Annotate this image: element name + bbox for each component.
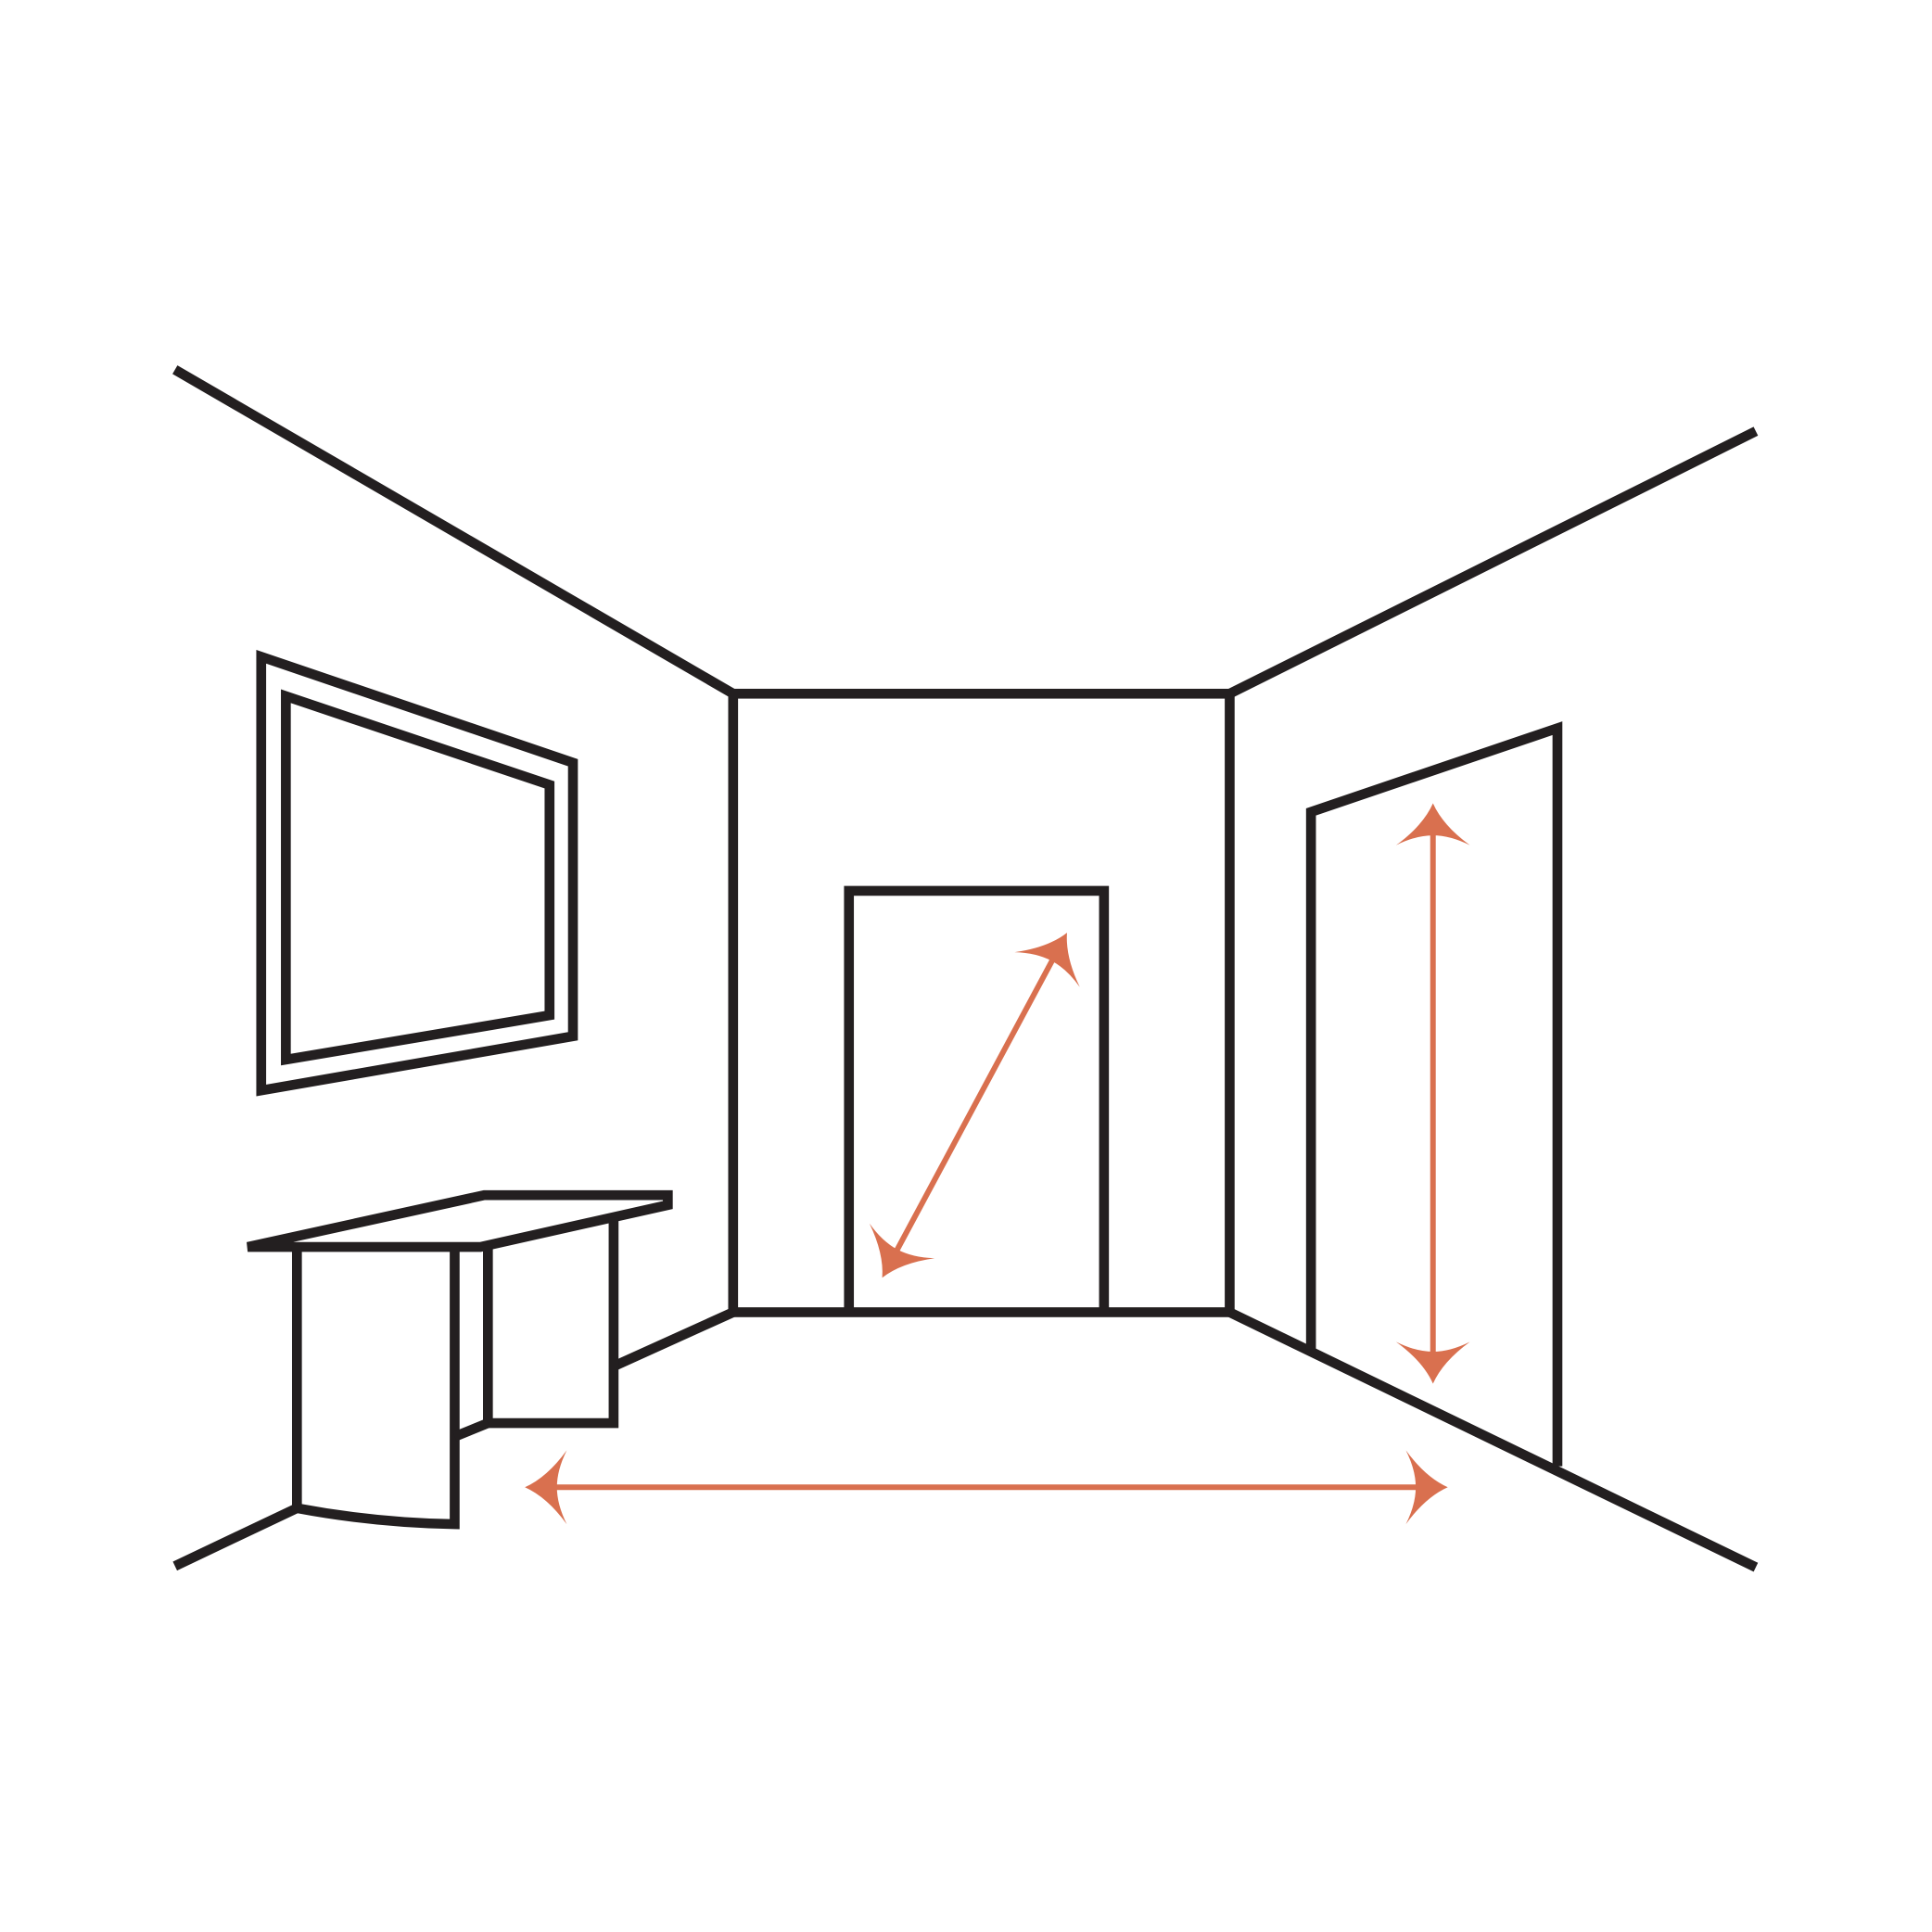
diagonal-measure-arrow [849, 915, 1100, 1296]
picture-frame-outer [256, 649, 578, 1097]
picture-frame-inner [281, 689, 555, 1066]
floor-edge-left-lower [172, 1503, 299, 1571]
width-measure-arrow [525, 1450, 1448, 1525]
back-wall [728, 688, 1235, 1317]
side-door [1305, 721, 1563, 1467]
height-measure-arrow [1395, 803, 1470, 1384]
desk-cabinet-edge [452, 1418, 490, 1442]
ceiling-edge-left [172, 365, 736, 698]
arrowhead-diagonal-down-icon [849, 1223, 935, 1296]
floor-edge-right [1227, 1307, 1759, 1572]
ceiling-edge-right [1227, 426, 1759, 699]
desk [247, 1189, 673, 1530]
arrowhead-diagonal-up-icon [1014, 915, 1100, 987]
desk-leg-left [291, 1247, 460, 1530]
wall-picture [256, 649, 578, 1097]
desk-cabinet [483, 1217, 619, 1429]
desk-top [247, 1189, 673, 1252]
floor-edge-left-upper [614, 1307, 735, 1370]
room-outline [172, 365, 1759, 1572]
back-door [844, 885, 1110, 1313]
